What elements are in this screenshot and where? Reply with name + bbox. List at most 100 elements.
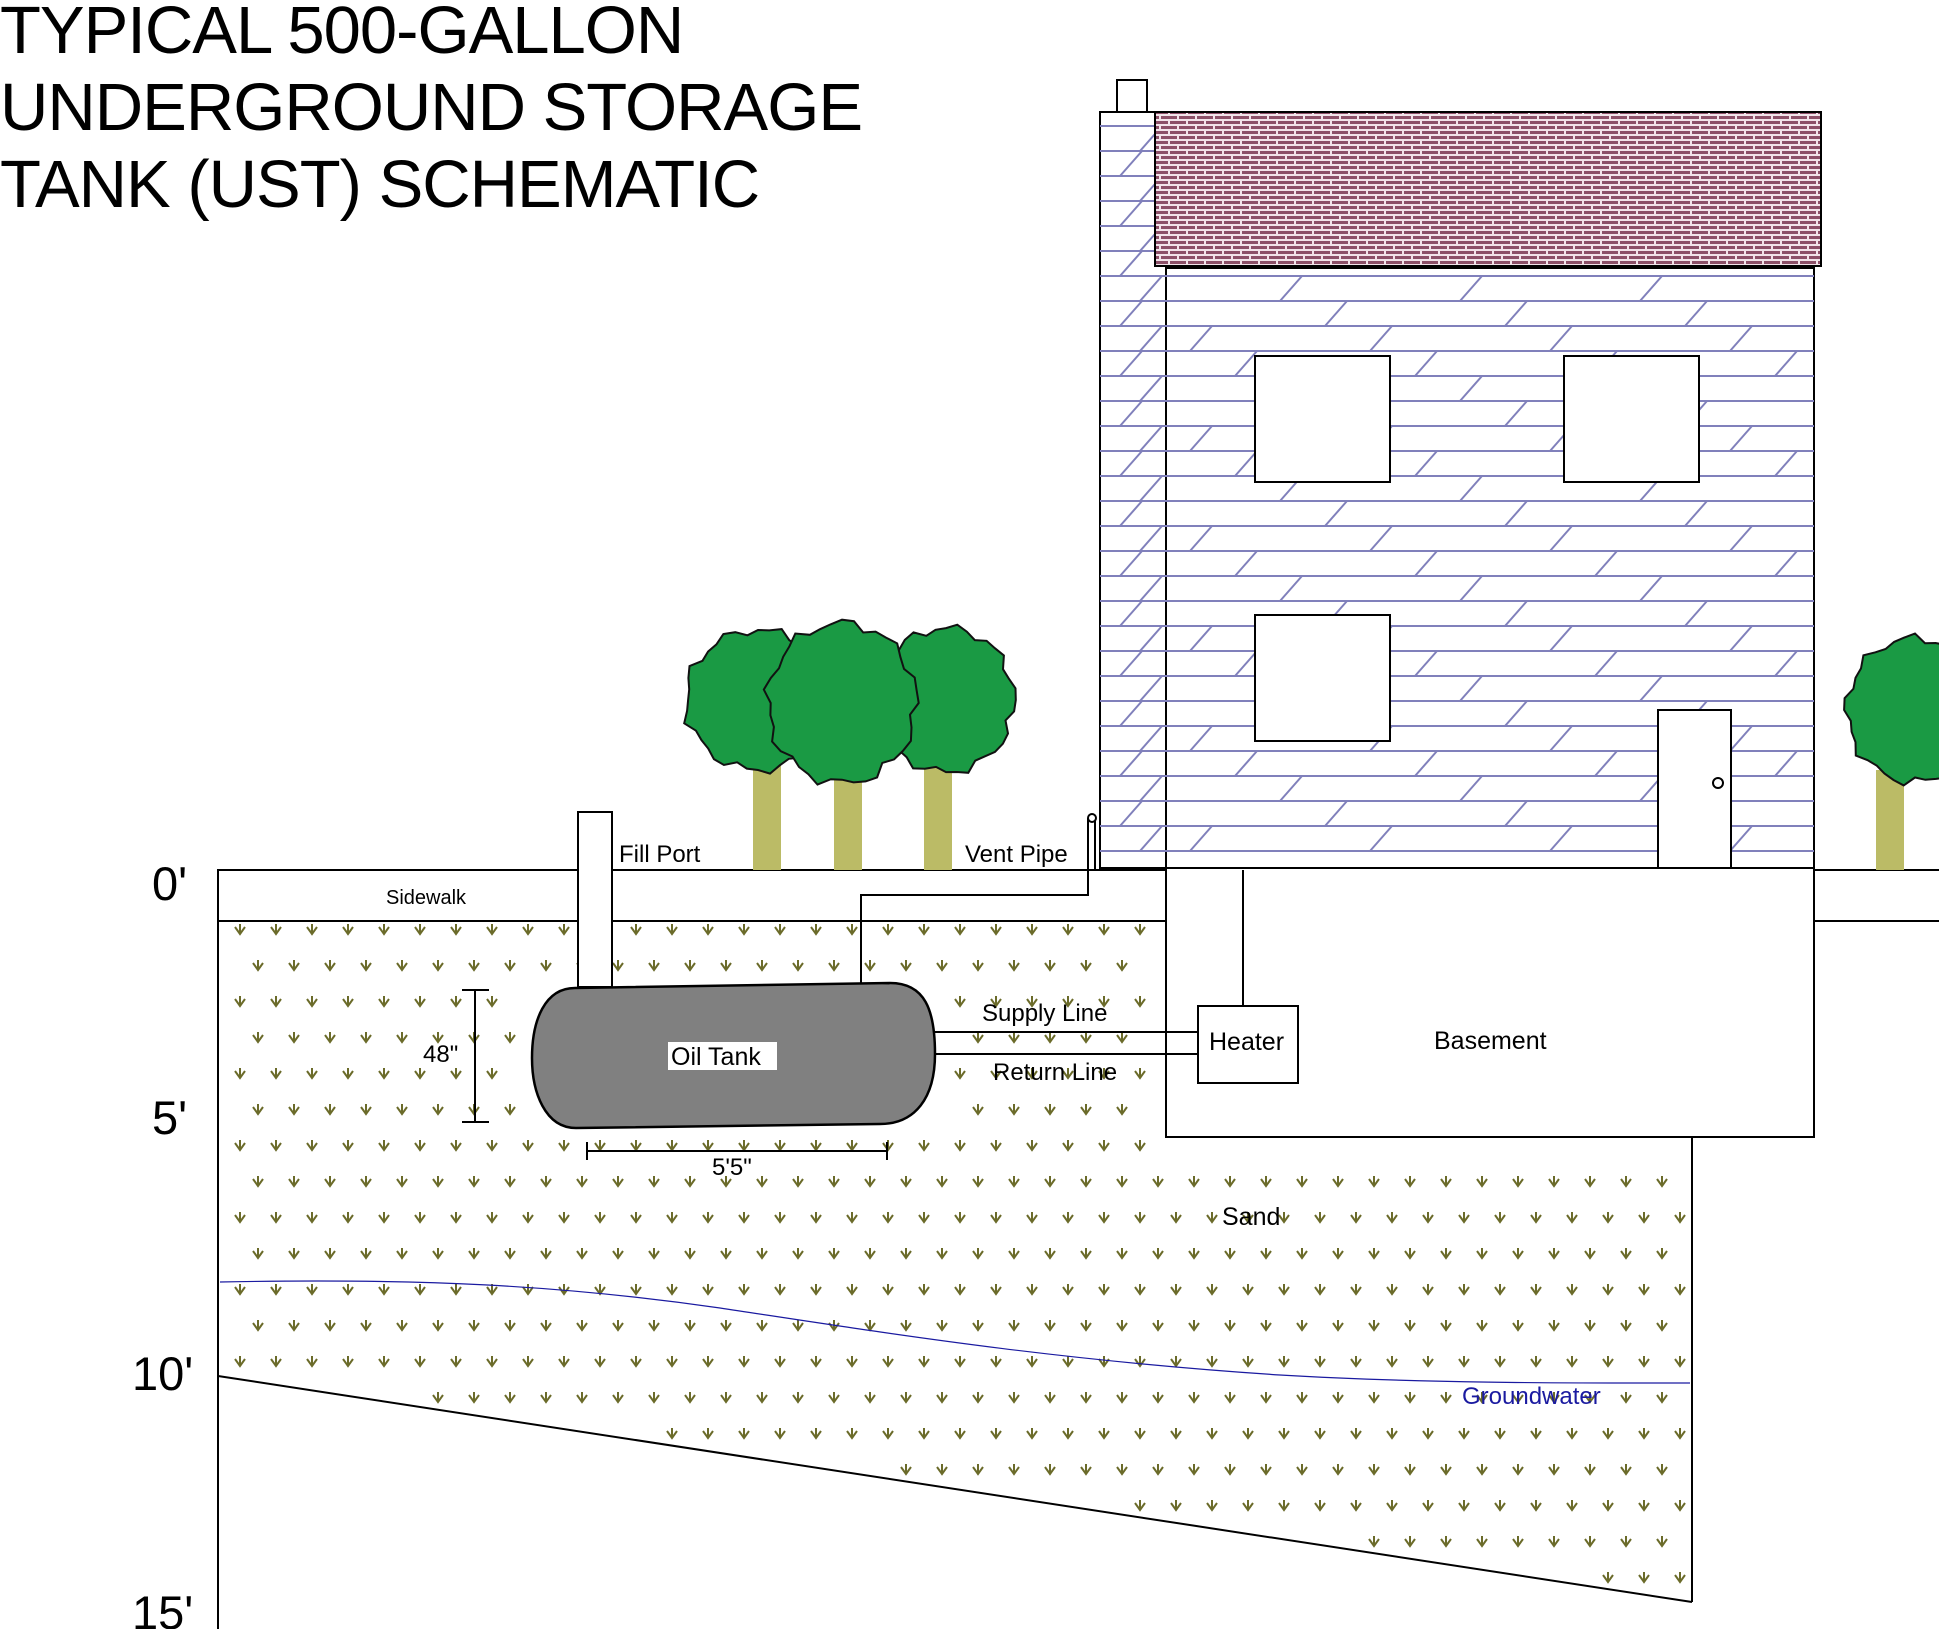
- sand-arrow-icon: [1566, 1500, 1578, 1512]
- sand-arrow-icon: [900, 1464, 912, 1476]
- sand-arrow-icon: [954, 996, 966, 1008]
- sand-arrow-icon: [1548, 1248, 1560, 1260]
- sand-arrow-icon: [918, 1140, 930, 1152]
- tree-trunk: [1876, 770, 1904, 870]
- siding-line: [1594, 750, 1618, 777]
- sand-arrow-icon: [1674, 1356, 1686, 1368]
- sand-arrow-icon: [522, 1284, 534, 1296]
- sand-arrow-icon: [1620, 1320, 1632, 1332]
- sand-arrow-icon: [414, 924, 426, 936]
- siding-line: [1504, 300, 1528, 327]
- sand-arrow-icon: [792, 1176, 804, 1188]
- sand-arrow-icon: [1296, 1248, 1308, 1260]
- sand-arrow-icon: [972, 1176, 984, 1188]
- sand-arrow-icon: [1152, 1464, 1164, 1476]
- sand-arrow-icon: [1404, 1320, 1416, 1332]
- sand-arrow-icon: [1044, 1392, 1056, 1404]
- sand-arrow-icon: [1440, 1536, 1452, 1548]
- sand-arrow-icon: [1404, 1176, 1416, 1188]
- sand-arrow-icon: [774, 1356, 786, 1368]
- sand-arrow-icon: [414, 1140, 426, 1152]
- sand-arrow-icon: [1368, 1464, 1380, 1476]
- sand-bottom-line: [217, 1375, 1693, 1603]
- sand-arrow-icon: [810, 1284, 822, 1296]
- sand-arrow-icon: [684, 1176, 696, 1188]
- house: [1099, 79, 1822, 869]
- sand-arrow-icon: [1278, 1428, 1290, 1440]
- sand-arrow-icon: [1062, 1140, 1074, 1152]
- sand-arrow-icon: [882, 1428, 894, 1440]
- sand-arrow-icon: [936, 960, 948, 972]
- sand-arrow-icon: [630, 1212, 642, 1224]
- sand-arrow-icon: [306, 1212, 318, 1224]
- sand-arrow-icon: [306, 996, 318, 1008]
- sand-arrow-icon: [882, 1284, 894, 1296]
- sand-arrow-icon: [648, 1320, 660, 1332]
- sand-arrow-icon: [774, 1212, 786, 1224]
- depth-label-5: 5': [152, 1091, 187, 1144]
- siding-line: [1139, 775, 1163, 802]
- sand-arrow-icon: [1080, 1392, 1092, 1404]
- siding-line: [1139, 325, 1163, 352]
- sand-arrow-icon: [1332, 1320, 1344, 1332]
- sand-arrow-icon: [918, 924, 930, 936]
- sand-arrow-icon: [900, 1320, 912, 1332]
- sand-arrow-icon: [882, 1356, 894, 1368]
- sand-arrow-icon: [1530, 1284, 1542, 1296]
- depth-label-15: 15': [132, 1586, 193, 1629]
- sand-arrow-icon: [882, 924, 894, 936]
- sand-arrow-icon: [1584, 1248, 1596, 1260]
- vent-pipe: [860, 818, 1089, 987]
- sand-arrow-icon: [1044, 1320, 1056, 1332]
- sand-arrow-icon: [378, 924, 390, 936]
- sand-arrow-icon: [1008, 1032, 1020, 1044]
- sand-arrow-icon: [486, 1212, 498, 1224]
- sand-arrow-icon: [1512, 1392, 1524, 1404]
- sand-arrow-icon: [450, 1068, 462, 1080]
- groundwater-label: Groundwater: [1462, 1383, 1601, 1410]
- sand-arrow-icon: [468, 960, 480, 972]
- sand-arrow-icon: [1026, 1140, 1038, 1152]
- sand-arrow-icon: [1584, 1392, 1596, 1404]
- sand-arrow-icon: [1476, 1320, 1488, 1332]
- sand-arrow-icon: [846, 1428, 858, 1440]
- sand-arrow-icon: [1530, 1356, 1542, 1368]
- sand-arrow-icon: [774, 924, 786, 936]
- sand-arrow-icon: [1008, 960, 1020, 972]
- siding-line: [1729, 725, 1753, 752]
- sand-arrow-icon: [810, 1212, 822, 1224]
- sand-arrow-icon: [810, 1428, 822, 1440]
- siding-line: [1504, 500, 1528, 527]
- sand-arrow-icon: [576, 1176, 588, 1188]
- sand-arrow-icon: [936, 1320, 948, 1332]
- sand-arrow-icon: [828, 1248, 840, 1260]
- sand-arrow-icon: [1098, 1284, 1110, 1296]
- sand-arrow-icon: [1116, 1464, 1128, 1476]
- sand-arrow-icon: [1512, 1536, 1524, 1548]
- siding-line: [1234, 750, 1258, 777]
- sand-arrow-icon: [342, 924, 354, 936]
- sand-arrow-icon: [468, 1248, 480, 1260]
- sand-arrow-icon: [558, 1140, 570, 1152]
- sand-arrow-icon: [1206, 1212, 1218, 1224]
- tree-icon: [1843, 632, 1939, 787]
- sand-arrow-icon: [990, 996, 1002, 1008]
- siding-line: [1459, 775, 1483, 802]
- siding-line: [1594, 650, 1618, 677]
- sand-arrow-icon: [306, 1356, 318, 1368]
- sand-arrow-icon: [1566, 1284, 1578, 1296]
- sand-arrow-icon: [1206, 1356, 1218, 1368]
- sand-arrow-icon: [1134, 996, 1146, 1008]
- sand-arrow-icon: [1548, 1176, 1560, 1188]
- sand-arrow-icon: [1134, 1356, 1146, 1368]
- fill-port-pipe: [577, 811, 613, 988]
- sand-arrow-icon: [324, 1248, 336, 1260]
- sand-arrow-icon: [1674, 1500, 1686, 1512]
- tank-length-dimension: [586, 1142, 888, 1160]
- sand-arrow-icon: [1206, 1284, 1218, 1296]
- basement-label: Basement: [1434, 1027, 1547, 1055]
- sand-arrow-icon: [432, 1248, 444, 1260]
- sand-arrow-icon: [702, 1356, 714, 1368]
- sand-arrow-icon: [1062, 924, 1074, 936]
- sand-arrow-icon: [1494, 1500, 1506, 1512]
